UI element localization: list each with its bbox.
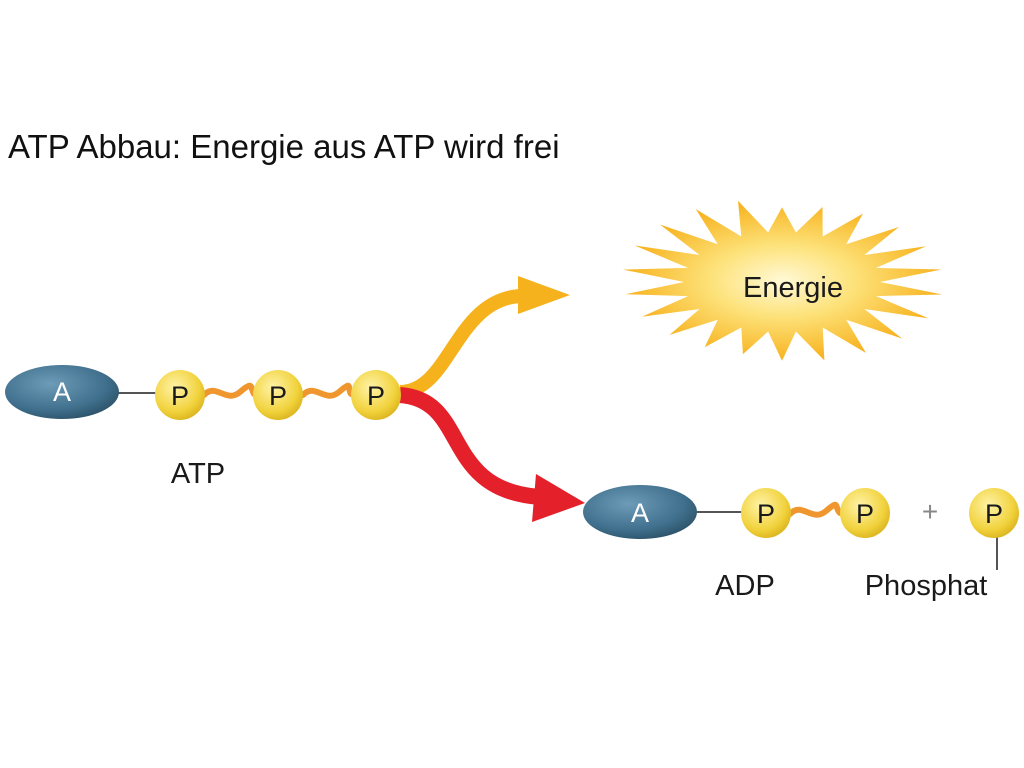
adp-phosphate-1-label: P: [757, 499, 775, 529]
atp-molecule: A P P P ATP: [5, 365, 401, 490]
phosphate-label: Phosphat: [865, 570, 988, 602]
atp-bond-2: [300, 382, 354, 399]
adp-molecule: A P P ADP: [583, 485, 890, 602]
atp-phosphate-1: [155, 370, 205, 420]
energy-arrow-shaft: [399, 289, 521, 399]
energy-label: Energie: [743, 272, 843, 304]
adp-phosphate-2: [840, 488, 890, 538]
adp-adenosine: [583, 485, 697, 539]
atp-phosphate-2: [253, 370, 303, 420]
plus-sign: +: [922, 496, 938, 527]
adp-phosphate-2-label: P: [856, 499, 874, 529]
atp-phosphate-3: [351, 370, 401, 420]
free-phosphate-circle: [969, 488, 1019, 538]
free-phosphate: P Phosphat: [865, 488, 1019, 602]
slide-title: ATP Abbau: Energie aus ATP wird frei: [8, 128, 560, 165]
split-arrow-head: [532, 474, 585, 522]
atp-adenosine: [5, 365, 119, 419]
energy-starburst: [622, 200, 943, 361]
atp-phosphate-1-label: P: [171, 381, 189, 411]
adp-phosphate-1: [741, 488, 791, 538]
atp-phosphate-2-label: P: [269, 381, 287, 411]
atp-bond-1: [201, 382, 257, 399]
split-arrow-shaft: [398, 387, 541, 505]
atp-adenosine-label: A: [53, 377, 71, 407]
adp-adenosine-label: A: [631, 498, 649, 528]
atp-label: ATP: [171, 458, 225, 490]
free-phosphate-symbol: P: [985, 499, 1003, 529]
adp-label: ADP: [715, 570, 775, 602]
atp-phosphate-3-label: P: [367, 381, 385, 411]
adp-bond-1: [787, 501, 843, 518]
energy-arrow-head: [518, 276, 570, 314]
